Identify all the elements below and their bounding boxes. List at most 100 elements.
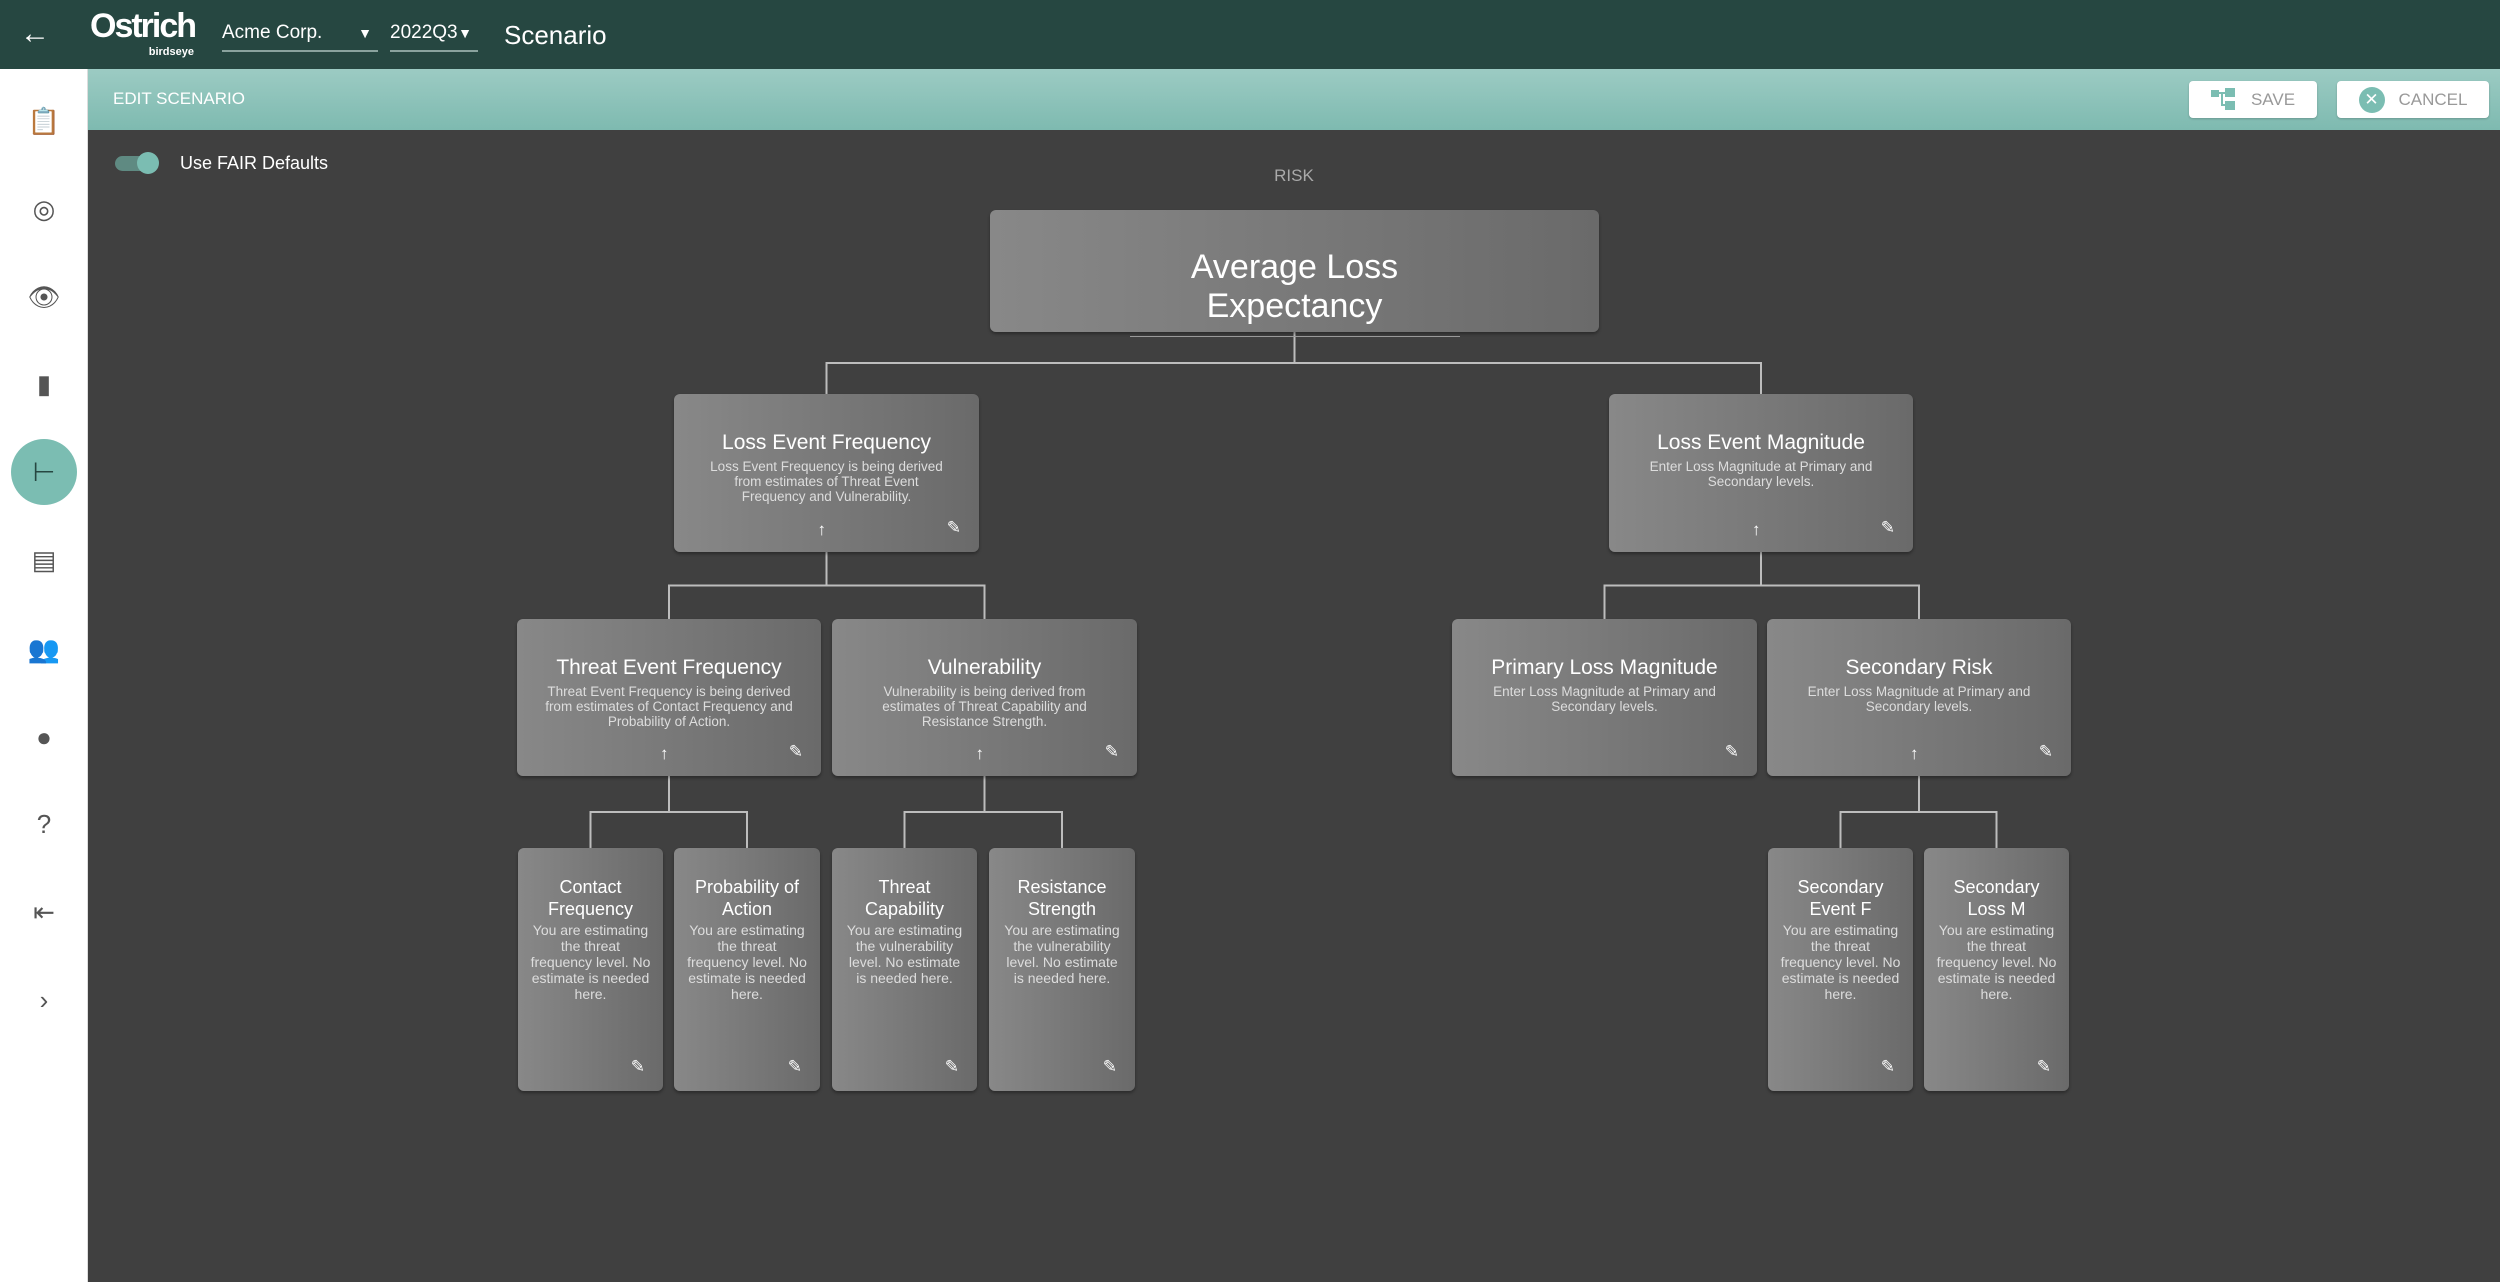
- node-description: Threat Event Frequency is being derived …: [545, 684, 793, 729]
- report-icon[interactable]: ▤: [31, 544, 57, 575]
- sidebar: 📋 ◎ 👁 ▮ ⊢ ▤ 👥 ●? ⇤ ›: [0, 69, 88, 1282]
- period-select[interactable]: 2022Q3▼: [390, 18, 478, 52]
- account-icon[interactable]: ●: [36, 721, 52, 752]
- radar-icon[interactable]: ◎: [32, 193, 56, 224]
- edit-pencil-icon[interactable]: ✎: [2036, 1057, 2051, 1076]
- collapse-arrow-up-icon[interactable]: ↑: [975, 744, 985, 763]
- node-description: You are estimating the threat frequency …: [1936, 922, 2057, 1002]
- collapse-arrow-up-icon[interactable]: ↑: [1752, 520, 1761, 539]
- dropdown-caret-icon: ▼: [358, 25, 372, 41]
- tree-save-icon: [2210, 87, 2235, 110]
- connector-lem-sr: [1760, 552, 1920, 619]
- edit-scenario-title: EDIT SCENARIO: [113, 89, 245, 108]
- collapse-arrow-up-icon[interactable]: ↑: [817, 520, 827, 539]
- node-ale[interactable]: Average Loss Expectancy: [990, 210, 1599, 337]
- node-title: Secondary Event F: [1797, 877, 1884, 919]
- help-icon[interactable]: ?: [36, 808, 52, 839]
- connector-lef-vuln: [825, 552, 986, 619]
- exit-icon[interactable]: ⇤: [33, 896, 55, 927]
- node-title: Secondary Loss M: [1953, 877, 2040, 919]
- edit-pencil-icon[interactable]: ✎: [1880, 1057, 1895, 1076]
- node-title: Primary Loss Magnitude: [1491, 656, 1718, 679]
- node-description: You are estimating the threat frequency …: [687, 922, 807, 1002]
- node-description: You are estimating the vulnerability lev…: [846, 922, 963, 986]
- edit-pencil-icon[interactable]: ✎: [787, 1057, 802, 1076]
- cancel-label: CANCEL: [2398, 89, 2468, 109]
- edit-scenario-bar: EDIT SCENARIO SAVE ✕ CANCEL: [88, 69, 2500, 130]
- node-description: Enter Loss Magnitude at Primary and Seco…: [1493, 684, 1716, 714]
- node-description: Loss Event Frequency is being derived fr…: [710, 459, 943, 504]
- connector-sr-sef: [1839, 776, 1920, 848]
- node-description: Enter Loss Magnitude at Primary and Seco…: [1649, 459, 1873, 489]
- connector-ale-lef: [825, 332, 1296, 394]
- save-label: SAVE: [2250, 89, 2296, 109]
- node-title: Probability of Action: [694, 877, 800, 919]
- node-title: Vulnerability: [927, 656, 1042, 679]
- node-description: You are estimating the threat frequency …: [530, 922, 651, 1002]
- node-title: Threat Capability: [864, 877, 945, 919]
- clipboard-icon[interactable]: 📋: [27, 105, 61, 136]
- collapse-arrow-up-icon[interactable]: ↑: [660, 744, 669, 763]
- close-circle-icon: ✕: [2358, 86, 2385, 113]
- risk-label: RISK: [1274, 166, 1314, 185]
- node-title: Loss Event Magnitude: [1657, 431, 1865, 454]
- edit-pencil-icon[interactable]: ✎: [788, 742, 803, 761]
- tree-icon[interactable]: ⊢: [11, 439, 77, 505]
- chevron-right-icon[interactable]: ›: [39, 984, 49, 1015]
- edit-pencil-icon[interactable]: ✎: [944, 1057, 959, 1076]
- back-arrow-icon[interactable]: ←: [20, 17, 50, 50]
- page-title: Scenario: [504, 20, 607, 50]
- edit-pencil-icon[interactable]: ✎: [1880, 518, 1895, 537]
- organization-select[interactable]: Acme Corp. ▼: [222, 18, 378, 52]
- connector-sr-slm: [1918, 776, 1998, 848]
- save-button[interactable]: SAVE: [2189, 81, 2317, 118]
- connector-ale-lem: [1293, 332, 1762, 394]
- organization-value: Acme Corp.: [222, 22, 323, 43]
- period-value: 2022Q3: [390, 22, 458, 43]
- edit-pencil-icon[interactable]: ✎: [630, 1057, 645, 1076]
- eye-window-icon[interactable]: 👁: [27, 281, 61, 312]
- node-title: Resistance Strength: [1017, 877, 1107, 919]
- people-icon[interactable]: 👥: [27, 633, 61, 664]
- node-description: You are estimating the threat frequency …: [1780, 922, 1901, 1002]
- connector-vuln-tc: [903, 776, 986, 848]
- edit-pencil-icon[interactable]: ✎: [2038, 742, 2053, 761]
- node-title: Loss Event Frequency: [722, 431, 931, 454]
- collapse-arrow-up-icon[interactable]: ↑: [1910, 744, 1919, 763]
- connector-vuln-rs: [983, 776, 1063, 848]
- node-title: Average Loss Expectancy: [1129, 248, 1460, 337]
- connector-lem-plm: [1603, 552, 1762, 619]
- node-description: You are estimating the vulnerability lev…: [1004, 922, 1120, 986]
- node-description: Vulnerability is being derived from esti…: [882, 684, 1087, 729]
- connector-lef-tef: [668, 552, 828, 619]
- fair-defaults-label: Use FAIR Defaults: [180, 153, 329, 173]
- node-title: Secondary Risk: [1845, 656, 1993, 679]
- node-title: Contact Frequency: [547, 877, 634, 919]
- edit-pencil-icon[interactable]: ✎: [1102, 1057, 1117, 1076]
- edit-pencil-icon[interactable]: ✎: [1724, 742, 1739, 761]
- node-title: Threat Event Frequency: [556, 656, 782, 679]
- dropdown-caret-icon: ▼: [458, 25, 472, 41]
- connector-tef-cf: [589, 776, 670, 848]
- cancel-button[interactable]: ✕ CANCEL: [2337, 81, 2489, 118]
- fair-defaults-toggle[interactable]: [115, 152, 161, 174]
- connector-tef-poa: [668, 776, 748, 848]
- bar-chart-icon[interactable]: ▮: [36, 368, 52, 399]
- edit-pencil-icon[interactable]: ✎: [946, 518, 961, 537]
- edit-pencil-icon[interactable]: ✎: [1104, 742, 1119, 761]
